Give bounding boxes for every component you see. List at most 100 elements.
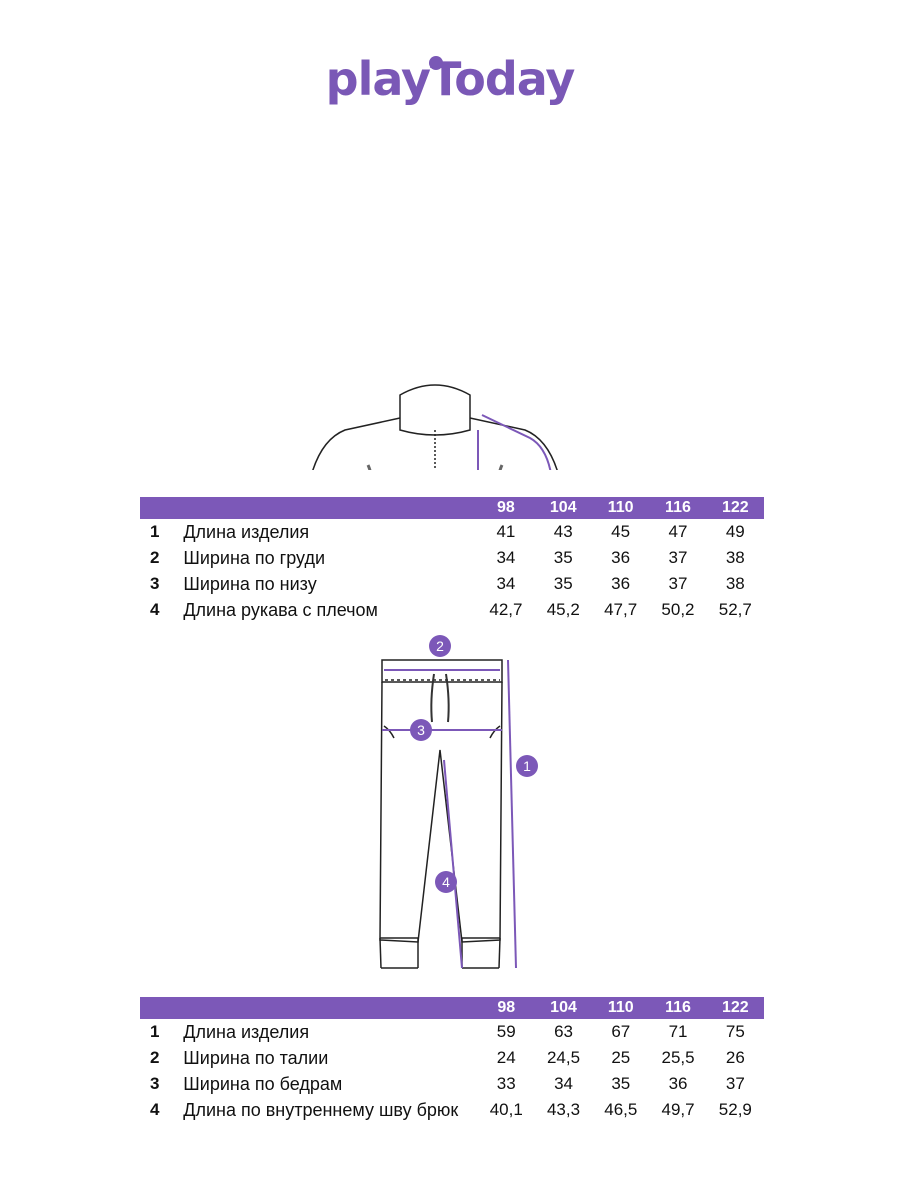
measure-value: 25,5 <box>661 1048 695 1067</box>
pants-size-table: 98 104 110 116 122 1 Длина изделия 59 63… <box>140 997 764 1123</box>
pants-marker-3 <box>410 719 432 741</box>
pants-marker-2-label: 2 <box>436 638 444 654</box>
table-row: 3 Ширина по низу 34 35 36 37 38 <box>140 571 764 597</box>
pants-cuff-right-side <box>498 937 501 969</box>
pants-outline <box>379 681 503 943</box>
jacket-size-122: 122 <box>706 497 764 519</box>
table-row: 4 Длина по внутреннему шву брюк 40,1 43,… <box>140 1097 764 1123</box>
measure-value: 52,7 <box>718 600 752 619</box>
measure-name: Длина рукава с плечом <box>183 600 378 620</box>
measure-value: 45 <box>611 522 631 541</box>
measure-name: Ширина по груди <box>183 548 326 568</box>
measure-value: 35 <box>611 1074 631 1093</box>
brand-logo: playToday <box>0 52 900 106</box>
measure-value: 37 <box>668 548 688 567</box>
measure-value: 47,7 <box>604 600 638 619</box>
measure-value: 41 <box>496 522 516 541</box>
row-number: 2 <box>150 548 160 567</box>
pants-marker-1-label: 1 <box>523 758 531 774</box>
table-row: 2 Ширина по талии 24 24,5 25 25,5 26 <box>140 1045 764 1071</box>
measure-value: 43 <box>553 522 573 541</box>
measure-value: 24,5 <box>546 1048 581 1067</box>
row-number: 2 <box>150 1048 160 1067</box>
row-number: 4 <box>150 1100 160 1119</box>
measure-value: 67 <box>611 1022 631 1041</box>
pants-pocket-left <box>383 725 395 739</box>
measure-value: 36 <box>611 548 631 567</box>
jacket-size-table: 98 104 110 116 122 1 Длина изделия 41 43… <box>140 497 764 623</box>
jacket-size-header-row: 98 104 110 116 122 <box>140 497 764 519</box>
jacket-drawing: 1 2 3 4 <box>312 384 558 470</box>
pants-marker-4 <box>435 871 457 893</box>
measure-value: 50,2 <box>661 600 695 619</box>
measure-value: 34 <box>496 574 516 593</box>
jacket-sleeve-line <box>481 414 552 470</box>
jacket-side-panel-right <box>498 464 504 470</box>
row-number: 1 <box>150 522 160 541</box>
measure-value: 34 <box>496 548 516 567</box>
table-row: 2 Ширина по груди 34 35 36 37 38 <box>140 545 764 571</box>
pants-waistband <box>381 659 503 683</box>
measure-value: 36 <box>668 1074 688 1093</box>
measure-value: 38 <box>725 548 745 567</box>
measure-value: 36 <box>611 574 631 593</box>
table-row: 1 Длина изделия 41 43 45 47 49 <box>140 519 764 545</box>
measure-name: Ширина по низу <box>183 574 317 594</box>
jacket-size-116: 116 <box>649 497 707 519</box>
measure-value: 49,7 <box>661 1100 695 1119</box>
pants-size-116: 116 <box>649 997 707 1019</box>
measure-name: Длина изделия <box>183 522 310 542</box>
jacket-side-panel-left <box>366 464 372 470</box>
pants-length-line <box>507 659 517 969</box>
pants-pocket-right <box>489 725 501 739</box>
pants-cuff-left-side <box>379 937 382 969</box>
table-row: 3 Ширина по бедрам 33 34 35 36 37 <box>140 1071 764 1097</box>
measure-value: 35 <box>553 574 573 593</box>
pants-size-122: 122 <box>706 997 764 1019</box>
jacket-size-104: 104 <box>534 497 592 519</box>
pants-marker-4-label: 4 <box>442 874 450 890</box>
measure-value: 59 <box>496 1022 516 1041</box>
measure-value: 33 <box>496 1074 516 1093</box>
measure-value: 24 <box>496 1048 516 1067</box>
pants-drawing: 1 2 3 4 <box>379 635 538 969</box>
pants-size-104: 104 <box>534 997 593 1019</box>
jacket-outline <box>312 417 558 470</box>
pants-header-blank <box>140 997 478 1019</box>
jacket-size-110: 110 <box>591 497 650 519</box>
measure-name: Длина изделия <box>183 1022 310 1042</box>
measure-value: 35 <box>553 548 573 567</box>
measure-value: 45,2 <box>546 600 580 619</box>
row-number: 1 <box>150 1022 160 1041</box>
measure-value: 49 <box>725 522 745 541</box>
row-number: 3 <box>150 1074 160 1093</box>
jacket-header-blank <box>140 497 478 519</box>
table-row: 4 Длина рукава с плечом 42,7 45,2 47,7 5… <box>140 597 764 623</box>
table-row: 1 Длина изделия 59 63 67 71 75 <box>140 1019 764 1045</box>
pants-marker-3-label: 3 <box>417 722 425 738</box>
measure-value: 46,5 <box>604 1100 638 1119</box>
measure-value: 26 <box>725 1048 745 1067</box>
row-number: 3 <box>150 574 160 593</box>
logo-text: playToday <box>325 52 576 106</box>
measure-name: Длина по внутреннему шву брюк <box>183 1100 459 1120</box>
measure-value: 75 <box>725 1022 745 1041</box>
measure-value: 34 <box>554 1074 573 1093</box>
pants-drawstring-left <box>430 673 435 723</box>
pants-size-110: 110 <box>592 997 650 1019</box>
pants-size-header-row: 98 104 110 116 122 <box>140 997 764 1019</box>
measure-value: 43,3 <box>546 1100 581 1119</box>
measure-value: 37 <box>725 1074 745 1093</box>
measure-value: 71 <box>668 1022 688 1041</box>
measure-value: 52,9 <box>718 1100 752 1119</box>
jacket-size-98: 98 <box>477 497 535 519</box>
measure-value: 25 <box>611 1048 631 1067</box>
measure-value: 42,7 <box>489 600 523 619</box>
pants-marker-2 <box>429 635 451 657</box>
measure-name: Ширина по бедрам <box>183 1074 343 1094</box>
pants-inseam-line <box>443 759 463 969</box>
pants-size-98: 98 <box>477 997 535 1019</box>
pants-marker-1 <box>516 755 538 777</box>
measure-value: 47 <box>668 522 688 541</box>
logo-dot <box>429 56 443 70</box>
